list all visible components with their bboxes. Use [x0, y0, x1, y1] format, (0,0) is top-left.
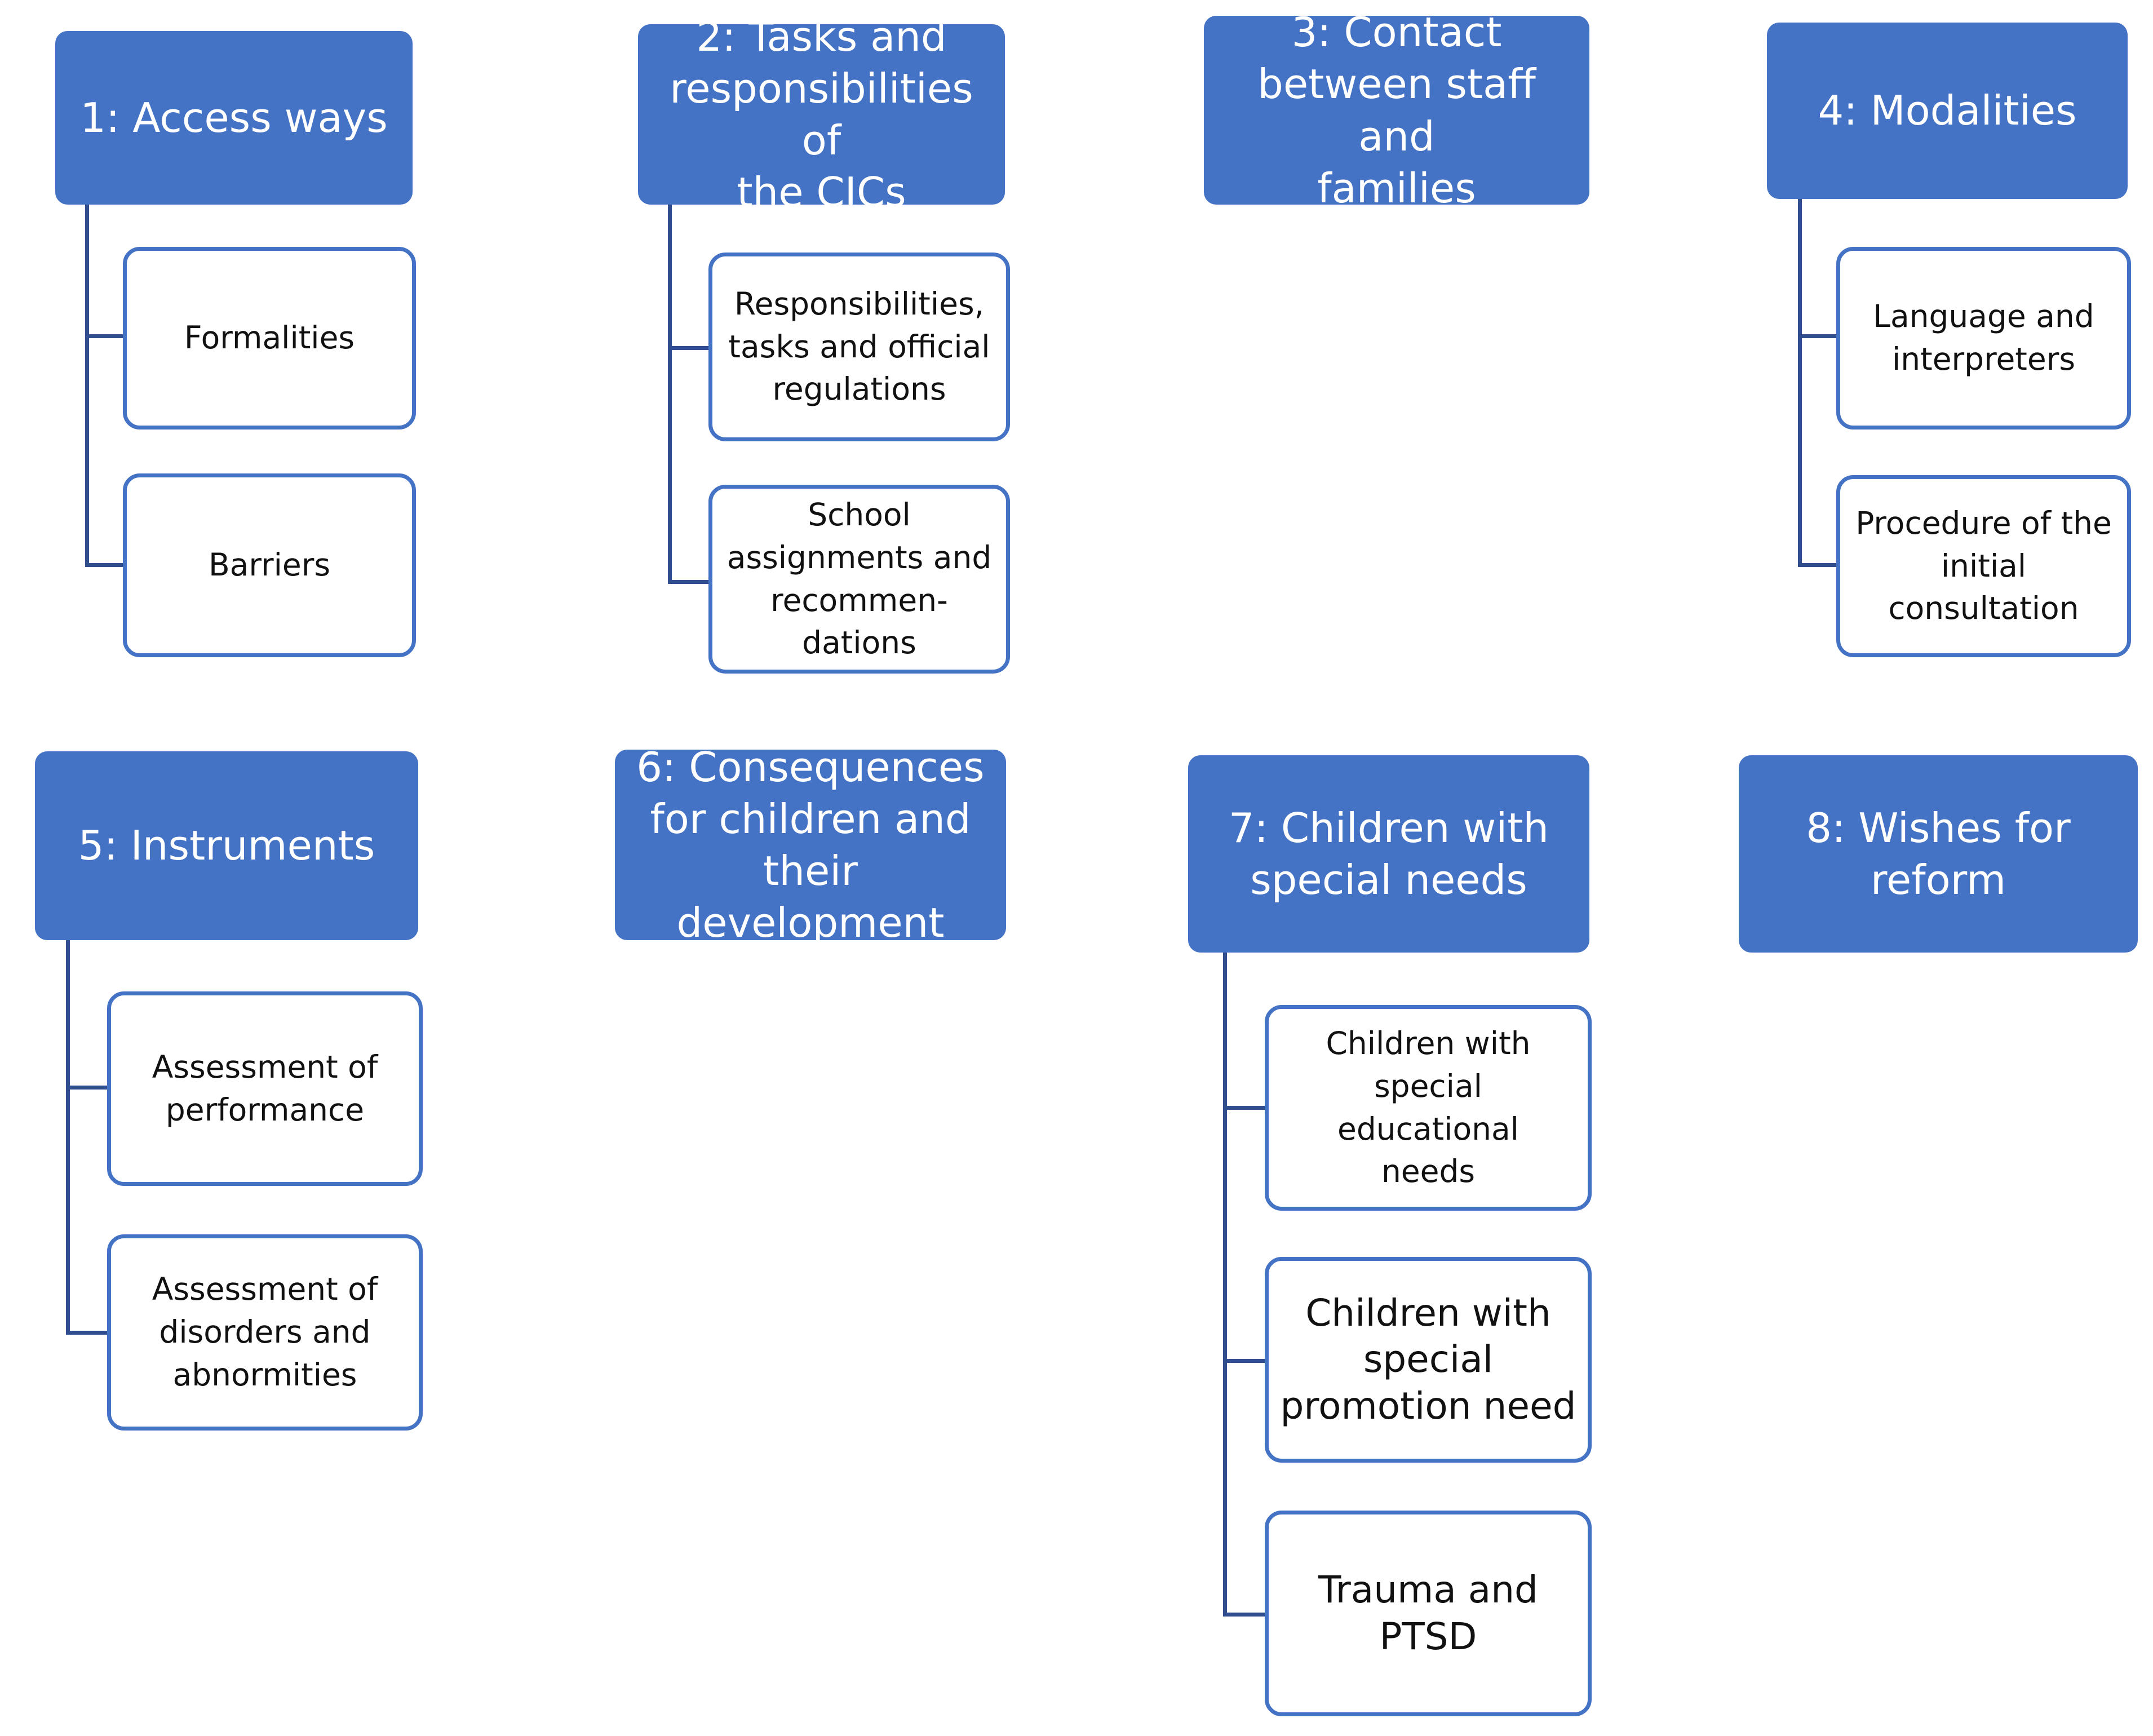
subcategory-4-2: Procedure of the initial consultation: [1836, 475, 2131, 657]
connector-2-1: [668, 346, 709, 350]
category-7-box: 7: Children with special needs: [1188, 755, 1589, 953]
connector-7-3: [1223, 1613, 1265, 1617]
connector-4-1: [1798, 334, 1837, 338]
subcategory-7-2: Children with special promotion need: [1265, 1257, 1592, 1463]
connector-2-trunk: [668, 205, 672, 584]
subcategory-7-1: Children with special educational needs: [1265, 1005, 1592, 1211]
subcategory-5-2: Assessment of disorders and abnormities: [107, 1234, 423, 1431]
subcategory-2-1: Responsibilities, tasks and official reg…: [708, 253, 1010, 441]
connector-5-2: [66, 1331, 108, 1335]
connector-1-1: [85, 334, 123, 338]
category-4-box: 4: Modalities: [1767, 23, 2128, 199]
connector-1-2: [85, 563, 123, 567]
connector-5-trunk: [66, 940, 70, 1335]
subcategory-1-1: Formalities: [123, 247, 416, 429]
category-1-box: 1: Access ways: [55, 31, 413, 205]
connector-1-trunk: [85, 205, 89, 567]
subcategory-5-1: Assessment of performance: [107, 991, 423, 1186]
subcategory-4-1: Language and interpreters: [1836, 247, 2131, 429]
connector-4-trunk: [1798, 199, 1802, 567]
connector-2-2: [668, 580, 709, 584]
subcategory-7-3: Trauma and PTSD: [1265, 1511, 1592, 1716]
category-3-box: 3: Contact between staff and families: [1204, 8, 1589, 212]
category-2-box: 2: Tasks and responsibilities of the CIC…: [638, 13, 1005, 216]
connector-4-2: [1798, 563, 1837, 567]
subcategory-1-2: Barriers: [123, 473, 416, 657]
connector-5-1: [66, 1086, 108, 1090]
category-5-box: 5: Instruments: [35, 751, 418, 940]
subcategory-2-2: School assignments and recommen- dations: [708, 485, 1010, 674]
connector-7-1: [1223, 1106, 1265, 1110]
connector-7-2: [1223, 1359, 1265, 1363]
category-6-box: 6: Consequences for children and their d…: [615, 743, 1006, 946]
connector-7-trunk: [1223, 953, 1227, 1617]
category-8-box: 8: Wishes for reform: [1739, 755, 2138, 953]
